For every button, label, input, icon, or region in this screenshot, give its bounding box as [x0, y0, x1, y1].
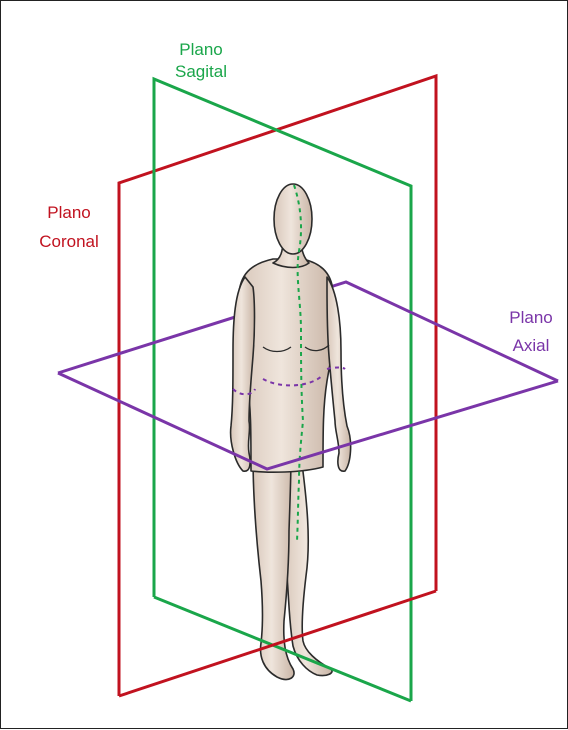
sagittal-label-line2: Sagital — [175, 62, 227, 81]
coronal-label-line1: Plano — [47, 203, 90, 222]
figure-right-arm — [327, 277, 351, 471]
coronal-label-line2: Coronal — [39, 232, 99, 251]
axial-label-line1: Plano — [509, 308, 552, 327]
human-figure — [231, 184, 351, 679]
figure-head — [274, 184, 312, 254]
axial-label-line2: Axial — [513, 336, 550, 355]
sagittal-label-line1: Plano — [179, 40, 222, 59]
